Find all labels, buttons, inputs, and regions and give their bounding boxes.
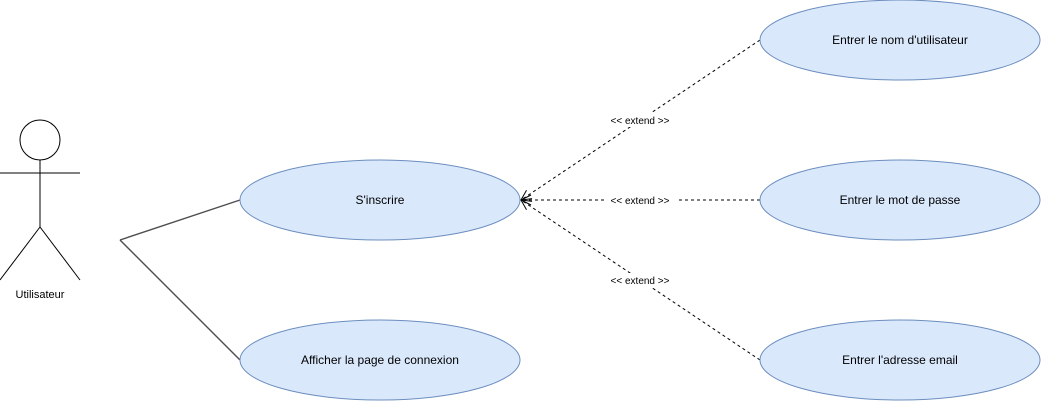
extend-labels: << extend >> << extend >> << extend >> xyxy=(604,113,676,287)
usecase-label: Afficher la page de connexion xyxy=(301,353,459,367)
usecase-label: Entrer l'adresse email xyxy=(842,353,958,367)
association-inscrire xyxy=(119,199,241,241)
usecase-entrer-mdp[interactable]: Entrer le mot de passe xyxy=(759,159,1041,241)
usecase-label: Entrer le nom d'utilisateur xyxy=(832,33,968,47)
usecase-inscrire[interactable]: S'inscrire xyxy=(239,159,521,241)
usecase-entrer-nom[interactable]: Entrer le nom d'utilisateur xyxy=(759,0,1041,81)
usecase-label: S'inscrire xyxy=(356,193,405,207)
usecase-label: Entrer le mot de passe xyxy=(840,193,961,207)
actor-label: Utilisateur xyxy=(16,289,65,301)
usecase-afficher-connexion[interactable]: Afficher la page de connexion xyxy=(239,319,521,401)
association-lines xyxy=(119,199,241,361)
stick-figure-icon xyxy=(0,119,81,281)
association-connexion xyxy=(119,239,241,361)
usecase-entrer-email[interactable]: Entrer l'adresse email xyxy=(759,319,1041,401)
actor-utilisateur[interactable]: Utilisateur xyxy=(0,119,81,301)
extend-label-email: << extend >> xyxy=(611,276,670,287)
extend-relations xyxy=(521,39,761,361)
extend-label-nom: << extend >> xyxy=(611,116,670,127)
extend-label-mdp: << extend >> xyxy=(611,196,670,207)
